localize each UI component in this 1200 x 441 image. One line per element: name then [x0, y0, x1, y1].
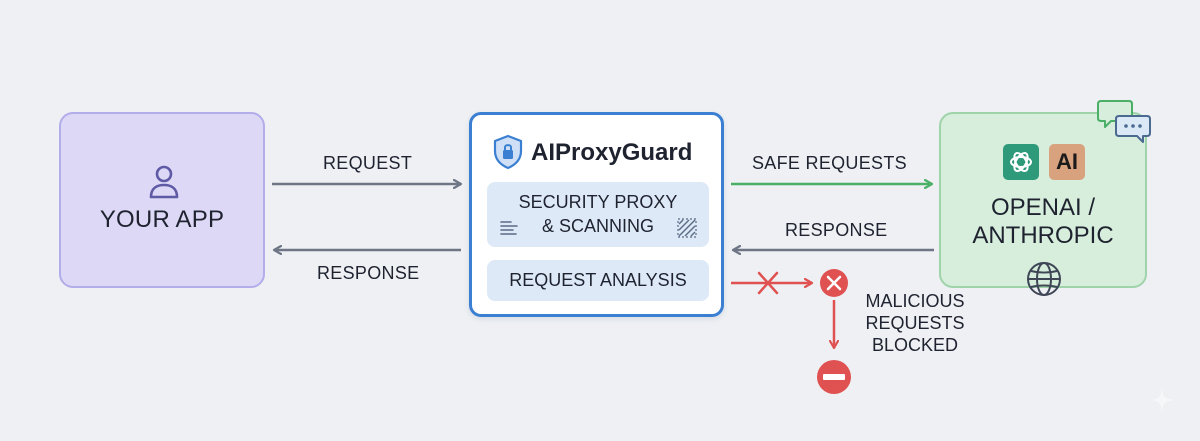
- response-label-left: RESPONSE: [317, 263, 420, 283]
- request-label: REQUEST: [323, 153, 413, 173]
- response-label-right: RESPONSE: [785, 220, 888, 240]
- list-icon: [500, 221, 518, 235]
- blocked-line-1: MALICIOUS: [865, 291, 965, 311]
- request-analysis-panel: REQUEST ANALYSIS: [487, 260, 709, 301]
- no-entry-icon: [817, 360, 851, 394]
- provider-label-line-1: OPENAI /: [990, 194, 1096, 221]
- globe-icon: [1027, 262, 1061, 296]
- security-panel-line-1: SECURITY PROXY: [518, 192, 678, 212]
- close-circle-icon: [820, 269, 848, 297]
- proxy-node: AIProxyGuard SECURITY PROXY & SCANNING R…: [469, 112, 724, 317]
- sparkle-icon: [1150, 388, 1174, 412]
- provider-label-line-2: ANTHROPIC: [972, 222, 1114, 249]
- openai-icon: [1003, 144, 1039, 180]
- request-analysis-label: REQUEST ANALYSIS: [509, 270, 687, 290]
- blocked-line-2: REQUESTS: [865, 313, 965, 333]
- proxy-title: AIProxyGuard: [531, 139, 693, 166]
- shield-lock-icon: [493, 134, 523, 170]
- hatch-icon: [677, 218, 697, 238]
- your-app-node: YOUR APP: [59, 112, 265, 288]
- anthropic-icon: AI: [1049, 144, 1085, 180]
- chat-bubbles-icon: [1097, 100, 1151, 143]
- your-app-label: YOUR APP: [99, 206, 225, 233]
- security-panel-line-2: & SCANNING: [541, 216, 655, 236]
- blocked-x-icon: [757, 271, 779, 295]
- blocked-line-3: BLOCKED: [871, 335, 959, 355]
- safe-requests-label: SAFE REQUESTS: [752, 153, 907, 173]
- provider-node: AI OPENAI / ANTHROPIC: [939, 112, 1147, 296]
- user-icon: [149, 165, 179, 199]
- security-proxy-panel: SECURITY PROXY & SCANNING: [487, 182, 709, 247]
- malicious-blocked-label: MALICIOUS REQUESTS BLOCKED: [856, 290, 974, 356]
